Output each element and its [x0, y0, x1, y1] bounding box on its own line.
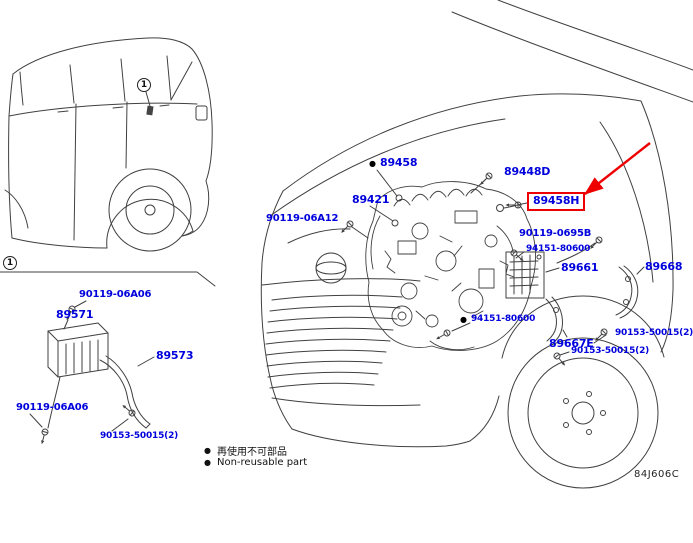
- part-label-90119-06a12[interactable]: 90119-06A12: [266, 213, 339, 224]
- part-label-89573[interactable]: 89573: [156, 349, 194, 362]
- part-label-90153-50015-3[interactable]: 90153-50015(2): [100, 431, 179, 441]
- part-label-89448d[interactable]: 89448D: [504, 165, 551, 178]
- part-label-89571[interactable]: 89571: [56, 308, 94, 321]
- screw-icon: [119, 402, 137, 418]
- part-label-90119-06a06-2[interactable]: 90119-06A06: [16, 402, 89, 413]
- callout-vehicle-location: 1: [137, 78, 151, 92]
- callout-detail-section: 1: [3, 256, 17, 270]
- part-label-89458[interactable]: 89458: [380, 156, 418, 169]
- part-label-94151-80600-2[interactable]: 94151-80600: [471, 314, 536, 324]
- legend-text-jp: 再使用不可部品: [216, 447, 287, 458]
- non-reusable-dot-icon: ●: [204, 445, 211, 455]
- bracket-89667e-illustration: [545, 296, 563, 344]
- legend-non-reusable-jp: ● 再使用不可部品: [204, 443, 287, 458]
- non-reusable-dot-icon: ●: [460, 315, 467, 324]
- part-label-89667e[interactable]: 89667E: [549, 337, 594, 350]
- non-reusable-dot-icon: ●: [369, 159, 376, 168]
- legend-text-en: Non-reusable part: [216, 457, 308, 468]
- engine-illustration: [365, 181, 536, 351]
- leader-lines: [351, 169, 645, 356]
- front-vehicle-illustration: [260, 0, 693, 489]
- ecu-illustration: [505, 251, 545, 299]
- non-reusable-dot-icon: ●: [204, 457, 211, 467]
- part-label-89421[interactable]: 89421: [352, 193, 390, 206]
- diagram-code: 84J606C: [634, 469, 680, 480]
- screw-icon: [434, 328, 452, 343]
- part-label-90153-50015-1[interactable]: 90153-50015(2): [615, 328, 693, 338]
- bolt-icon: [38, 427, 50, 446]
- part-label-90119-0695b[interactable]: 90119-0695B: [519, 228, 592, 239]
- section-divider: [0, 271, 216, 287]
- part-label-89661[interactable]: 89661: [561, 261, 599, 274]
- screw-icon: [477, 171, 494, 188]
- bracket-89668-illustration: [615, 265, 639, 319]
- highlight-arrow: [584, 142, 651, 195]
- rear-vehicle-illustration: [4, 37, 213, 252]
- part-label-89668[interactable]: 89668: [645, 260, 683, 273]
- part-label-89458h-highlighted[interactable]: 89458H: [527, 192, 586, 212]
- ecu-detail-illustration: [29, 300, 155, 432]
- part-label-90153-50015-2[interactable]: 90153-50015(2): [571, 346, 650, 356]
- part-label-90119-06a06-1[interactable]: 90119-06A06: [79, 289, 152, 300]
- part-label-94151-80600[interactable]: 94151-80600: [526, 244, 591, 254]
- legend-non-reusable-en: ● Non-reusable part: [204, 457, 307, 468]
